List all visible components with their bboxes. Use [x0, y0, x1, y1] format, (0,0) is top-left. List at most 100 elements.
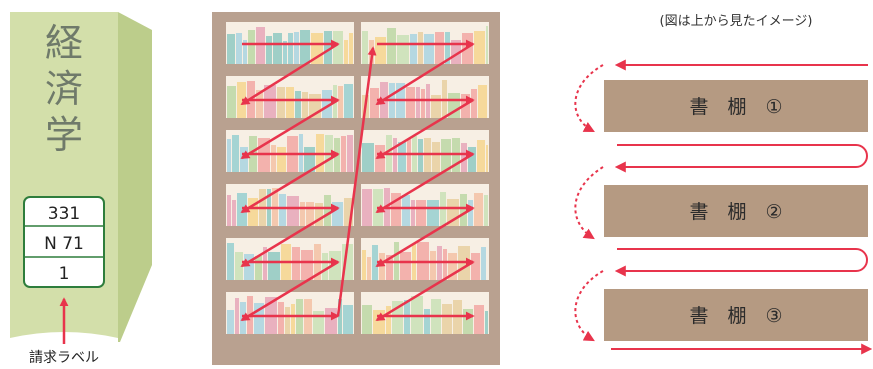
book-spine-mark — [227, 139, 231, 172]
book-spine-mark — [478, 85, 487, 118]
book-spine-mark — [406, 87, 415, 118]
book-spine-mark — [468, 200, 473, 226]
book-spine-mark — [301, 250, 313, 280]
book-spine-mark — [471, 253, 480, 280]
book-spine-mark — [484, 195, 488, 226]
book-spine-mark — [277, 87, 285, 118]
book-spine-mark — [481, 247, 486, 280]
book-spine-mark — [410, 34, 417, 64]
book-spine-mark — [344, 40, 348, 64]
call-number-class: 331 — [48, 204, 80, 224]
book-spine-mark — [375, 37, 386, 64]
book-spine-mark — [398, 142, 406, 172]
call-number-volume: 1 — [59, 264, 70, 284]
book-spine-mark — [367, 257, 371, 280]
book-spine-mark — [244, 254, 254, 280]
book-spine-mark — [273, 33, 282, 64]
book-spine-mark — [486, 26, 488, 64]
book-title-char-2: 済 — [45, 67, 83, 111]
book-title-char-1: 経 — [45, 21, 83, 65]
book-spine-mark — [227, 243, 234, 280]
book-spine-mark — [427, 200, 439, 226]
book-spine-mark — [256, 27, 265, 64]
book-spine-mark — [430, 251, 436, 280]
book-spine-mark — [485, 311, 488, 334]
path-dotted-turn-2 — [575, 167, 603, 238]
book-spine-mark — [431, 95, 441, 118]
book-spine-mark — [302, 92, 308, 118]
path-row-2 — [617, 145, 867, 167]
book-spine-mark — [421, 89, 425, 118]
call-number-label: 331 N 71 1 — [24, 197, 104, 287]
book-spine-mark — [474, 31, 485, 64]
book-spine-mark — [486, 145, 488, 172]
book-title-char-3: 学 — [45, 113, 83, 157]
book-spine-mark — [266, 36, 272, 64]
book-spine-mark — [400, 252, 411, 280]
shelf-label-3: 書 棚 ③ — [689, 305, 782, 327]
book-spine-mark — [349, 33, 353, 64]
book-spine-mark — [442, 304, 452, 334]
book-spine-mark — [362, 305, 372, 334]
book-spine-mark — [347, 135, 353, 172]
book-spine-mark — [362, 143, 374, 172]
book-spine-mark — [332, 202, 343, 226]
book-spine-mark — [362, 31, 368, 64]
book-spine-mark — [288, 33, 293, 64]
book-spine-mark — [477, 140, 485, 172]
book-spine-mark — [324, 195, 331, 226]
book-spine-mark — [322, 253, 328, 280]
book-spine-mark — [474, 305, 484, 334]
book-spine-mark — [235, 252, 243, 280]
book-spine-mark — [460, 194, 467, 226]
top-view-caption: (図は上から見たイメージ) — [660, 14, 813, 29]
book-spine-mark — [418, 32, 423, 64]
book-spine-mark — [268, 252, 280, 280]
book-spine-mark — [435, 32, 444, 64]
top-view: (図は上から見たイメージ) 書 棚 ① 書 棚 ② 書 棚 ③ — [575, 14, 870, 349]
book-spine-mark — [255, 256, 262, 280]
shelf-label-2: 書 棚 ② — [689, 201, 782, 223]
book-spine-mark — [313, 311, 324, 334]
book-spine-mark — [416, 200, 426, 226]
book-spine-mark — [362, 189, 372, 226]
book-spine-mark — [248, 30, 255, 64]
book-spine-mark — [295, 91, 301, 118]
book-spine-mark — [343, 305, 353, 334]
call-number-author: N 71 — [44, 234, 84, 254]
book-spine-mark — [416, 87, 420, 118]
book-spine-mark — [325, 308, 337, 334]
book-spine-mark — [411, 200, 415, 226]
book-spine-mark — [463, 309, 473, 334]
book-spine-mark — [232, 135, 239, 172]
book-spine-mark — [300, 30, 310, 64]
label-caption: 請求ラベル — [29, 350, 99, 365]
book-spine-mark — [235, 298, 239, 334]
book-spine-mark — [287, 196, 299, 226]
book-spine-mark — [344, 84, 353, 118]
book-spine-mark — [386, 306, 391, 334]
path-row-3 — [617, 249, 867, 271]
book-spine-mark — [285, 307, 290, 334]
book-spine-mark — [294, 32, 299, 64]
book-spine-mark — [236, 33, 242, 64]
book-spine-mark — [424, 309, 430, 334]
book-spine-mark — [286, 87, 294, 118]
book-spine-mark — [227, 195, 231, 226]
bookcase — [212, 12, 500, 365]
book-spine-mark — [418, 139, 423, 172]
book-spine-mark — [432, 142, 440, 172]
book-spine-mark — [362, 250, 366, 280]
book-spine-mark — [338, 86, 343, 118]
book-spine-mark — [227, 86, 236, 118]
book-spine-mark — [443, 249, 447, 280]
path-dotted-turn-3 — [575, 271, 603, 340]
book-spine-mark — [277, 147, 286, 172]
book-spine-mark — [278, 302, 284, 334]
book-spine-mark — [227, 310, 234, 334]
book-spine-mark — [341, 136, 346, 172]
book-spine-mark — [291, 304, 295, 334]
book-spine — [118, 12, 152, 342]
book-spine-mark — [271, 145, 276, 172]
book-spine-mark — [402, 195, 410, 226]
